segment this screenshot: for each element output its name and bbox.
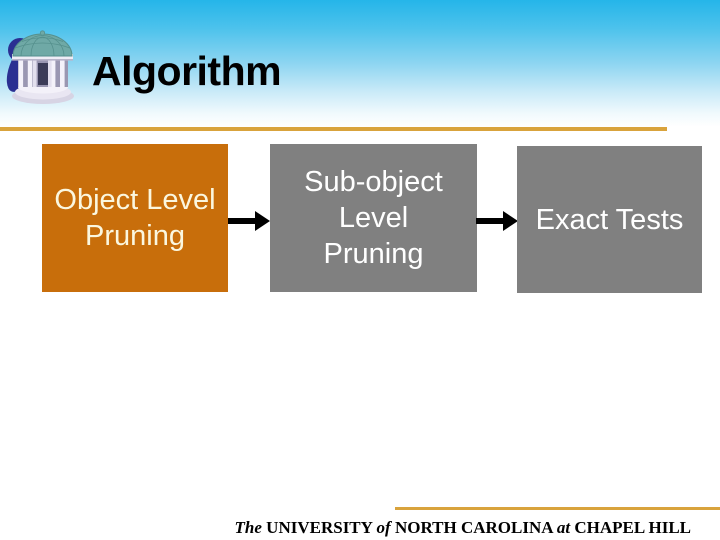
footer-word: NORTH CAROLINA	[394, 518, 553, 537]
flow-box-sub-object-level-pruning: Sub-object Level Pruning	[270, 144, 477, 292]
unc-old-well-logo	[3, 15, 81, 107]
header-band	[0, 0, 720, 127]
footer-word: The	[234, 518, 262, 537]
box-label-line: Level	[338, 202, 409, 234]
box-label-line: Object Level	[54, 184, 216, 216]
box-label-line: Pruning	[85, 220, 185, 252]
box-label-line: Sub-object	[304, 166, 443, 198]
footer-word: CHAPEL HILL	[574, 518, 691, 537]
arrow-right-icon	[476, 211, 518, 231]
footer-word: of	[376, 518, 391, 537]
box-label-line: Exact Tests	[535, 203, 684, 236]
footer-word: UNIVERSITY	[266, 518, 373, 537]
old-well-icon	[6, 30, 74, 104]
arrow-right-icon	[228, 211, 270, 231]
box-label-line: Pruning	[323, 238, 424, 270]
flow-box-object-level-pruning: Object Level Pruning	[42, 144, 228, 292]
flow-box-exact-tests: Exact Tests	[517, 146, 702, 293]
header-rule	[0, 127, 667, 131]
footer-rule	[395, 507, 720, 510]
page-title: Algorithm	[92, 48, 282, 94]
footer-word: at	[556, 518, 571, 537]
footer-university-name: The UNIVERSITY of NORTH CAROLINA at CHAP…	[235, 518, 691, 538]
